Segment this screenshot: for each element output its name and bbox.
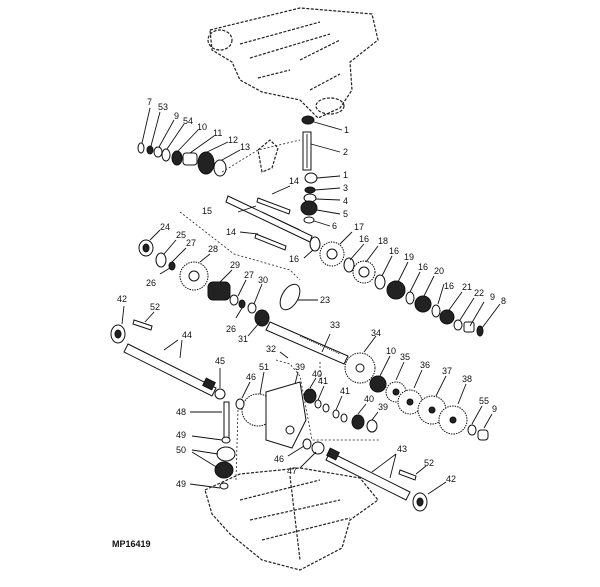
- shift-bracket: [257, 139, 279, 173]
- callout: 55: [479, 396, 489, 406]
- callout: 41: [340, 386, 350, 396]
- callout: 15: [202, 206, 212, 216]
- callout: 52: [150, 302, 160, 312]
- callout: 4: [343, 196, 348, 206]
- callout: 20: [434, 266, 444, 276]
- callout: 35: [400, 352, 410, 362]
- callout: 31: [238, 334, 248, 344]
- callout: 27: [244, 270, 254, 280]
- upper-transmission-housing: [207, 7, 379, 119]
- callout: 10: [197, 122, 207, 132]
- callout: 49: [176, 479, 186, 489]
- callout: 36: [420, 360, 430, 370]
- callout: 26: [146, 278, 156, 288]
- callout: 53: [158, 102, 168, 112]
- callout: 42: [117, 294, 127, 304]
- callout: 34: [371, 328, 381, 338]
- callout: 10: [386, 346, 396, 356]
- upper-left-parts: [137, 142, 227, 177]
- callout: 33: [330, 320, 340, 330]
- callout: 18: [378, 236, 388, 246]
- callout: 19: [404, 252, 414, 262]
- callout: 54: [183, 116, 193, 126]
- upper-gear-row: [319, 241, 484, 337]
- differential-housing: [241, 381, 307, 449]
- callout: 23: [320, 295, 330, 305]
- callout: 37: [442, 366, 452, 376]
- callout: 38: [462, 374, 472, 384]
- callout: 9: [492, 404, 497, 414]
- callout: 26: [226, 324, 236, 334]
- callout: 1: [343, 170, 348, 180]
- leader-lines: [121, 107, 501, 495]
- callout: 45: [215, 356, 225, 366]
- callout: 49: [176, 430, 186, 440]
- callout: 21: [462, 282, 472, 292]
- callout: 43: [397, 444, 407, 454]
- lower-transmission-housing: [204, 467, 379, 571]
- lower-gear-row: [344, 352, 489, 441]
- callout: 28: [208, 244, 218, 254]
- callout: 51: [259, 362, 269, 372]
- callout: 24: [160, 222, 170, 232]
- callout: 25: [176, 230, 186, 240]
- left-axle: [110, 319, 217, 397]
- callout: 17: [354, 222, 364, 232]
- callout: 14: [226, 227, 236, 237]
- callout: 50: [176, 445, 186, 455]
- center-cluster: [207, 281, 301, 327]
- callout: 16: [418, 262, 428, 272]
- callout: 9: [490, 292, 495, 302]
- callout: 42: [446, 474, 456, 484]
- vertical-shaft-stack: [300, 115, 318, 224]
- callout: 40: [364, 394, 374, 404]
- callout: 46: [274, 454, 284, 464]
- callout: 40: [312, 369, 322, 379]
- left-mid-gears: [138, 239, 209, 291]
- callout: 5: [343, 209, 348, 219]
- right-axle: [302, 438, 428, 512]
- callout: 16: [444, 281, 454, 291]
- callout: 30: [258, 275, 268, 285]
- callout: 27: [186, 238, 196, 248]
- callout: 47: [287, 466, 297, 476]
- main-shaft: [225, 195, 321, 252]
- callout: 3: [343, 183, 348, 193]
- callout: 44: [182, 330, 192, 340]
- callout: 16: [389, 246, 399, 256]
- callout: 29: [230, 260, 240, 270]
- countershaft: [265, 321, 349, 365]
- callout: 16: [359, 234, 369, 244]
- callout: 7: [147, 97, 152, 107]
- callout: 52: [424, 458, 434, 468]
- callout: 1: [344, 125, 349, 135]
- callout-labels: 7 53 9 54 10 11 12 13 1 2 1 3 4 5 6 14 1…: [117, 97, 506, 489]
- callout: 12: [228, 135, 238, 145]
- callout: 11: [213, 128, 222, 138]
- callout: 32: [266, 344, 276, 354]
- callout: 39: [295, 362, 305, 372]
- callout: 41: [318, 376, 328, 386]
- callout: 22: [474, 288, 484, 298]
- callout: 13: [240, 142, 250, 152]
- callout: 14: [289, 176, 299, 186]
- callout: 39: [378, 402, 388, 412]
- callout: 16: [289, 254, 299, 264]
- callout: 8: [501, 296, 506, 306]
- figure-id-label: MP16419: [112, 539, 151, 549]
- callout: 48: [176, 407, 186, 417]
- callout: 9: [174, 111, 179, 121]
- callout: 2: [343, 147, 348, 157]
- callout: 6: [332, 221, 337, 231]
- callout: 46: [246, 372, 256, 382]
- assembly-guide-lines: [179, 139, 380, 441]
